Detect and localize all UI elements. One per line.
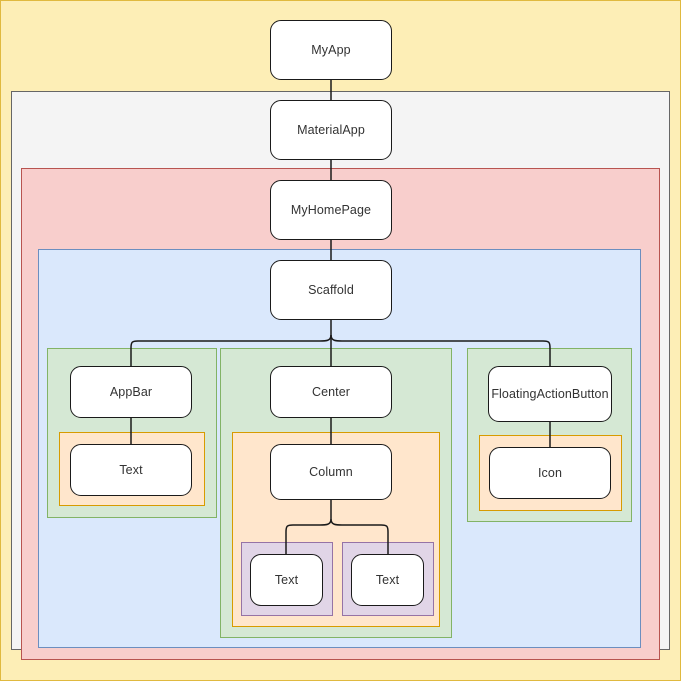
node-text-1[interactable]: Text xyxy=(250,554,323,606)
node-myhomepage[interactable]: MyHomePage xyxy=(270,180,392,240)
node-appbar[interactable]: AppBar xyxy=(70,366,192,418)
node-icon[interactable]: Icon xyxy=(489,447,611,499)
node-materialapp[interactable]: MaterialApp xyxy=(270,100,392,160)
node-myapp[interactable]: MyApp xyxy=(270,20,392,80)
node-text-2[interactable]: Text xyxy=(351,554,424,606)
node-scaffold[interactable]: Scaffold xyxy=(270,260,392,320)
node-center[interactable]: Center xyxy=(270,366,392,418)
node-column[interactable]: Column xyxy=(270,444,392,500)
node-floatingactionbutton[interactable]: FloatingActionButton xyxy=(488,366,612,422)
node-appbar-text[interactable]: Text xyxy=(70,444,192,496)
